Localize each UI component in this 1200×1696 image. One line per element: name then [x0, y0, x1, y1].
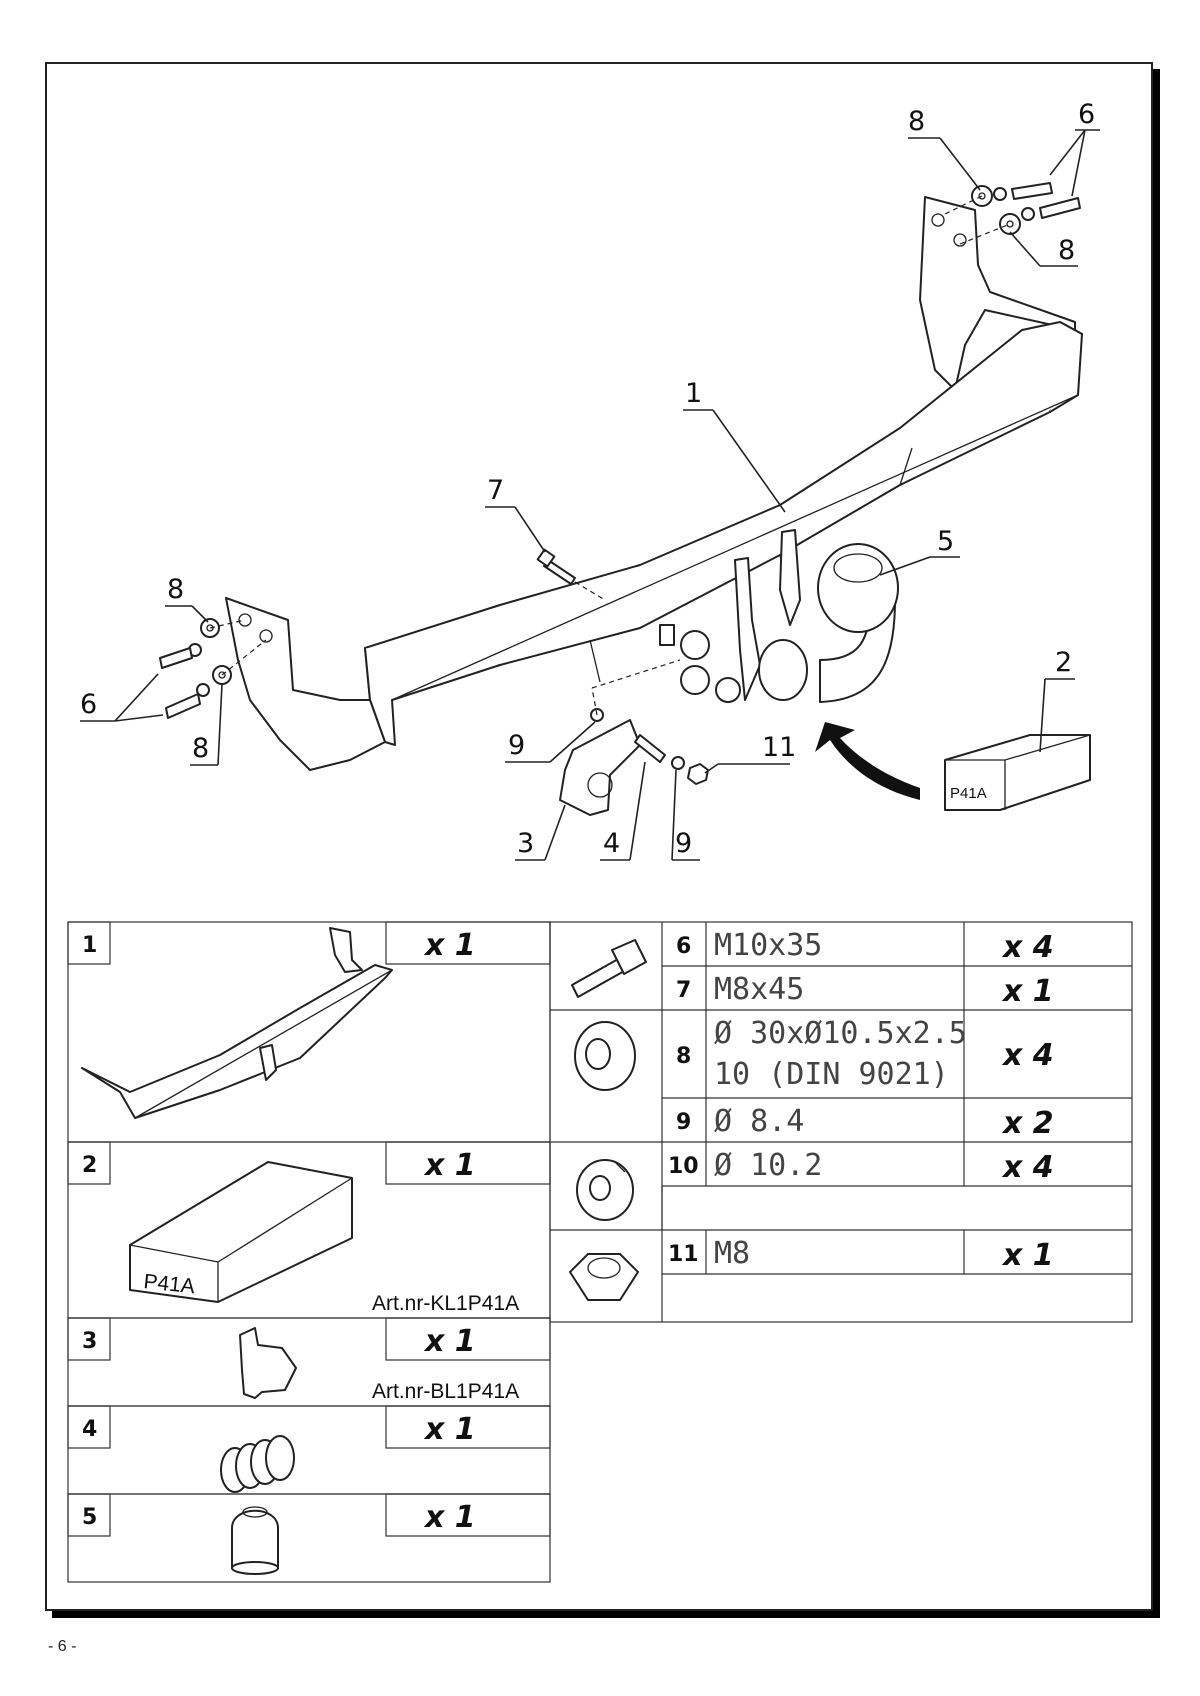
hw-9-qty: x 2	[1001, 1106, 1054, 1141]
hw-7-number: 7	[676, 978, 691, 1003]
hw-10-qty: x 4	[1001, 1150, 1054, 1185]
package-box-diagram: P41A	[944, 734, 1091, 811]
parts-table: 1 x 1 2 x 1 P41A Art.nr-KL1P41A 3 x 1	[67, 921, 551, 1583]
hw-11-qty: x 1	[1001, 1238, 1054, 1273]
tow-ball-assembly	[659, 529, 899, 703]
spring-thumbnail	[220, 1435, 295, 1493]
hw-10-number: 10	[668, 1154, 699, 1179]
part-2-qty: x 1	[423, 1148, 476, 1183]
leader-lines	[80, 129, 1100, 861]
callout-numbers: 8 6 8 1 7 5 8 6 8 2 9 11 3 4 9	[80, 99, 1095, 859]
crossbar-thumbnail	[81, 927, 393, 1119]
hardware-left	[159, 618, 267, 719]
callout-11: 11	[762, 732, 796, 763]
part-1-number: 1	[82, 933, 97, 958]
part-3-qty: x 1	[423, 1324, 476, 1359]
ball-cover-thumbnail	[231, 1506, 279, 1575]
part-row-2: 2 x 1 P41A Art.nr-KL1P41A	[82, 1148, 519, 1315]
callout-9-b: 9	[675, 828, 692, 859]
part-row-5: 5 x 1	[82, 1500, 476, 1575]
callout-7: 7	[487, 475, 504, 506]
hw-11-spec: M8	[714, 1236, 750, 1271]
insert-arrow	[815, 722, 920, 800]
part-row-3: 3 x 1 Art.nr-BL1P41A	[82, 1324, 519, 1403]
cross-bar	[364, 321, 1083, 746]
callout-1: 1	[685, 378, 702, 409]
hw-7-qty: x 1	[1001, 974, 1054, 1009]
hw-6-spec: M10x35	[714, 928, 822, 963]
part-5-qty: x 1	[423, 1500, 476, 1535]
part-4-qty: x 1	[423, 1412, 476, 1447]
callout-4: 4	[603, 828, 620, 859]
callout-8-top: 8	[908, 106, 925, 137]
hw-8-spec: Ø 30xØ10.5x2.5	[714, 1016, 967, 1051]
package-box-thumbnail: P41A	[129, 1161, 353, 1303]
bolt-7	[536, 548, 606, 601]
callout-6-top: 6	[1078, 99, 1095, 130]
callout-8-top-right: 8	[1058, 235, 1075, 266]
part-row-4: 4 x 1	[82, 1412, 476, 1493]
hardware-table: 6 M10x35 x 4 7 M8x45 x 1 8 Ø 30xØ10.5x2.…	[549, 921, 1133, 1323]
right-bracket	[919, 196, 1076, 391]
part-1-qty: x 1	[423, 928, 476, 963]
part-row-1: 1 x 1	[81, 927, 476, 1119]
part-2-number: 2	[82, 1153, 97, 1178]
socket-plate-hardware	[559, 659, 709, 816]
hw-9-number: 9	[676, 1110, 691, 1135]
hardware-top-right	[944, 182, 1081, 245]
spring-washer-icon	[576, 1159, 634, 1221]
hw-8-number: 8	[676, 1044, 691, 1069]
flat-washer-icon	[574, 1021, 636, 1091]
hw-8-qty: x 4	[1001, 1038, 1054, 1073]
hw-7-spec: M8x45	[714, 972, 804, 1007]
part-5-number: 5	[82, 1505, 97, 1530]
callout-9-a: 9	[508, 730, 525, 761]
hw-9-spec: Ø 8.4	[714, 1104, 804, 1139]
hw-8-spec-line2: 10 (DIN 9021)	[714, 1057, 949, 1092]
package-box-label: P41A	[142, 1270, 195, 1298]
socket-plate-thumbnail	[239, 1327, 297, 1399]
left-bracket	[225, 597, 386, 771]
hw-6-qty: x 4	[1001, 930, 1054, 965]
callout-8-left: 8	[167, 574, 184, 605]
hw-11-number: 11	[668, 1242, 699, 1267]
nut-icon	[569, 1253, 639, 1301]
box-label: P41A	[950, 785, 987, 802]
part-4-number: 4	[82, 1417, 97, 1442]
hw-10-spec: Ø 10.2	[714, 1148, 822, 1183]
exploded-diagram: P41A 8 6 8 1 7 5 8	[80, 99, 1100, 861]
callout-5: 5	[937, 526, 954, 557]
callout-2: 2	[1055, 647, 1072, 678]
callout-3: 3	[517, 828, 534, 859]
hw-6-number: 6	[676, 934, 691, 959]
part-2-article: Art.nr-KL1P41A	[372, 1292, 519, 1315]
page-number: - 6 -	[48, 1638, 77, 1655]
part-3-number: 3	[82, 1329, 97, 1354]
callout-6-left: 6	[80, 689, 97, 720]
callout-8-left-bottom: 8	[192, 733, 209, 764]
bolt-icon	[571, 939, 647, 998]
part-3-article: Art.nr-BL1P41A	[372, 1380, 519, 1403]
